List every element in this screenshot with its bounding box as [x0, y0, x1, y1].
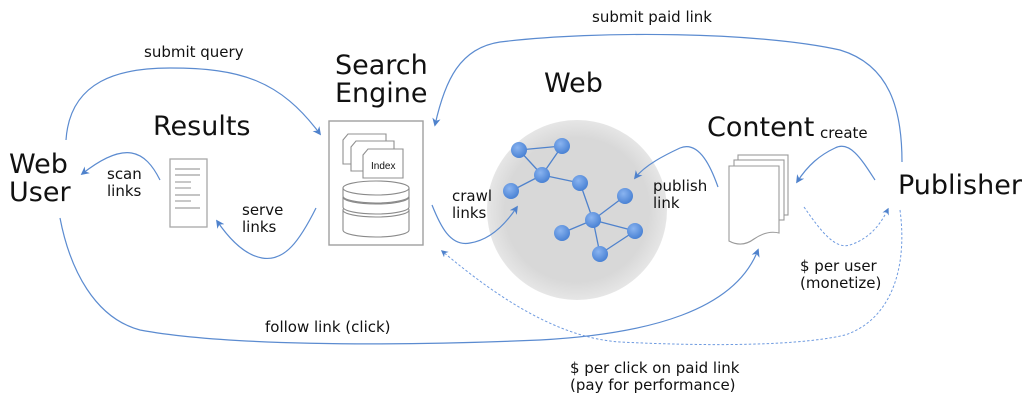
results-document-icon [169, 158, 208, 228]
web-node [585, 212, 601, 228]
label-per-user: $ per user (monetize) [800, 257, 882, 293]
edge-create [796, 145, 876, 184]
label-crawl-links: crawl links [452, 187, 493, 223]
web-node [511, 142, 527, 158]
edge-per-click [440, 209, 903, 346]
node-web: Web [544, 68, 603, 99]
web-network-nodes [503, 138, 643, 262]
edge-crawl-links [431, 204, 518, 245]
web-node [617, 188, 633, 204]
web-node [534, 167, 550, 183]
edge-submit-paid-link [432, 33, 903, 163]
web-node [554, 138, 570, 154]
index-pages-icon [342, 133, 404, 179]
node-web-user: Web User [9, 149, 71, 209]
edge-serve-links [216, 207, 317, 260]
label-per-click: $ per click on paid link (pay for perfor… [570, 359, 740, 395]
node-publisher: Publisher [898, 170, 1022, 201]
label-serve-links: serve links [242, 201, 284, 237]
label-submit-paid-link: submit paid link [592, 8, 712, 26]
edge-scan-links [80, 152, 161, 181]
edge-per-user [803, 206, 889, 247]
index-label: Index [371, 161, 396, 172]
web-node [503, 183, 519, 199]
label-publish-link: publish link [653, 177, 708, 213]
edge-follow-link [59, 217, 760, 345]
edge-submit-query [65, 67, 322, 141]
content-documents-icon [728, 154, 789, 245]
web-node [592, 246, 608, 262]
web-node [572, 175, 588, 191]
web-node [627, 223, 643, 239]
edge-publish-link [633, 146, 719, 188]
node-content: Content [707, 112, 815, 143]
node-search-engine: Search Engine [335, 50, 428, 110]
web-node [554, 225, 570, 241]
label-follow-link: follow link (click) [265, 318, 391, 336]
label-scan-links: scan links [107, 165, 142, 201]
database-icon [342, 180, 410, 238]
label-submit-query: submit query [144, 43, 244, 61]
node-results: Results [153, 111, 251, 142]
search-engine-box [328, 120, 424, 246]
label-create: create [820, 124, 868, 142]
